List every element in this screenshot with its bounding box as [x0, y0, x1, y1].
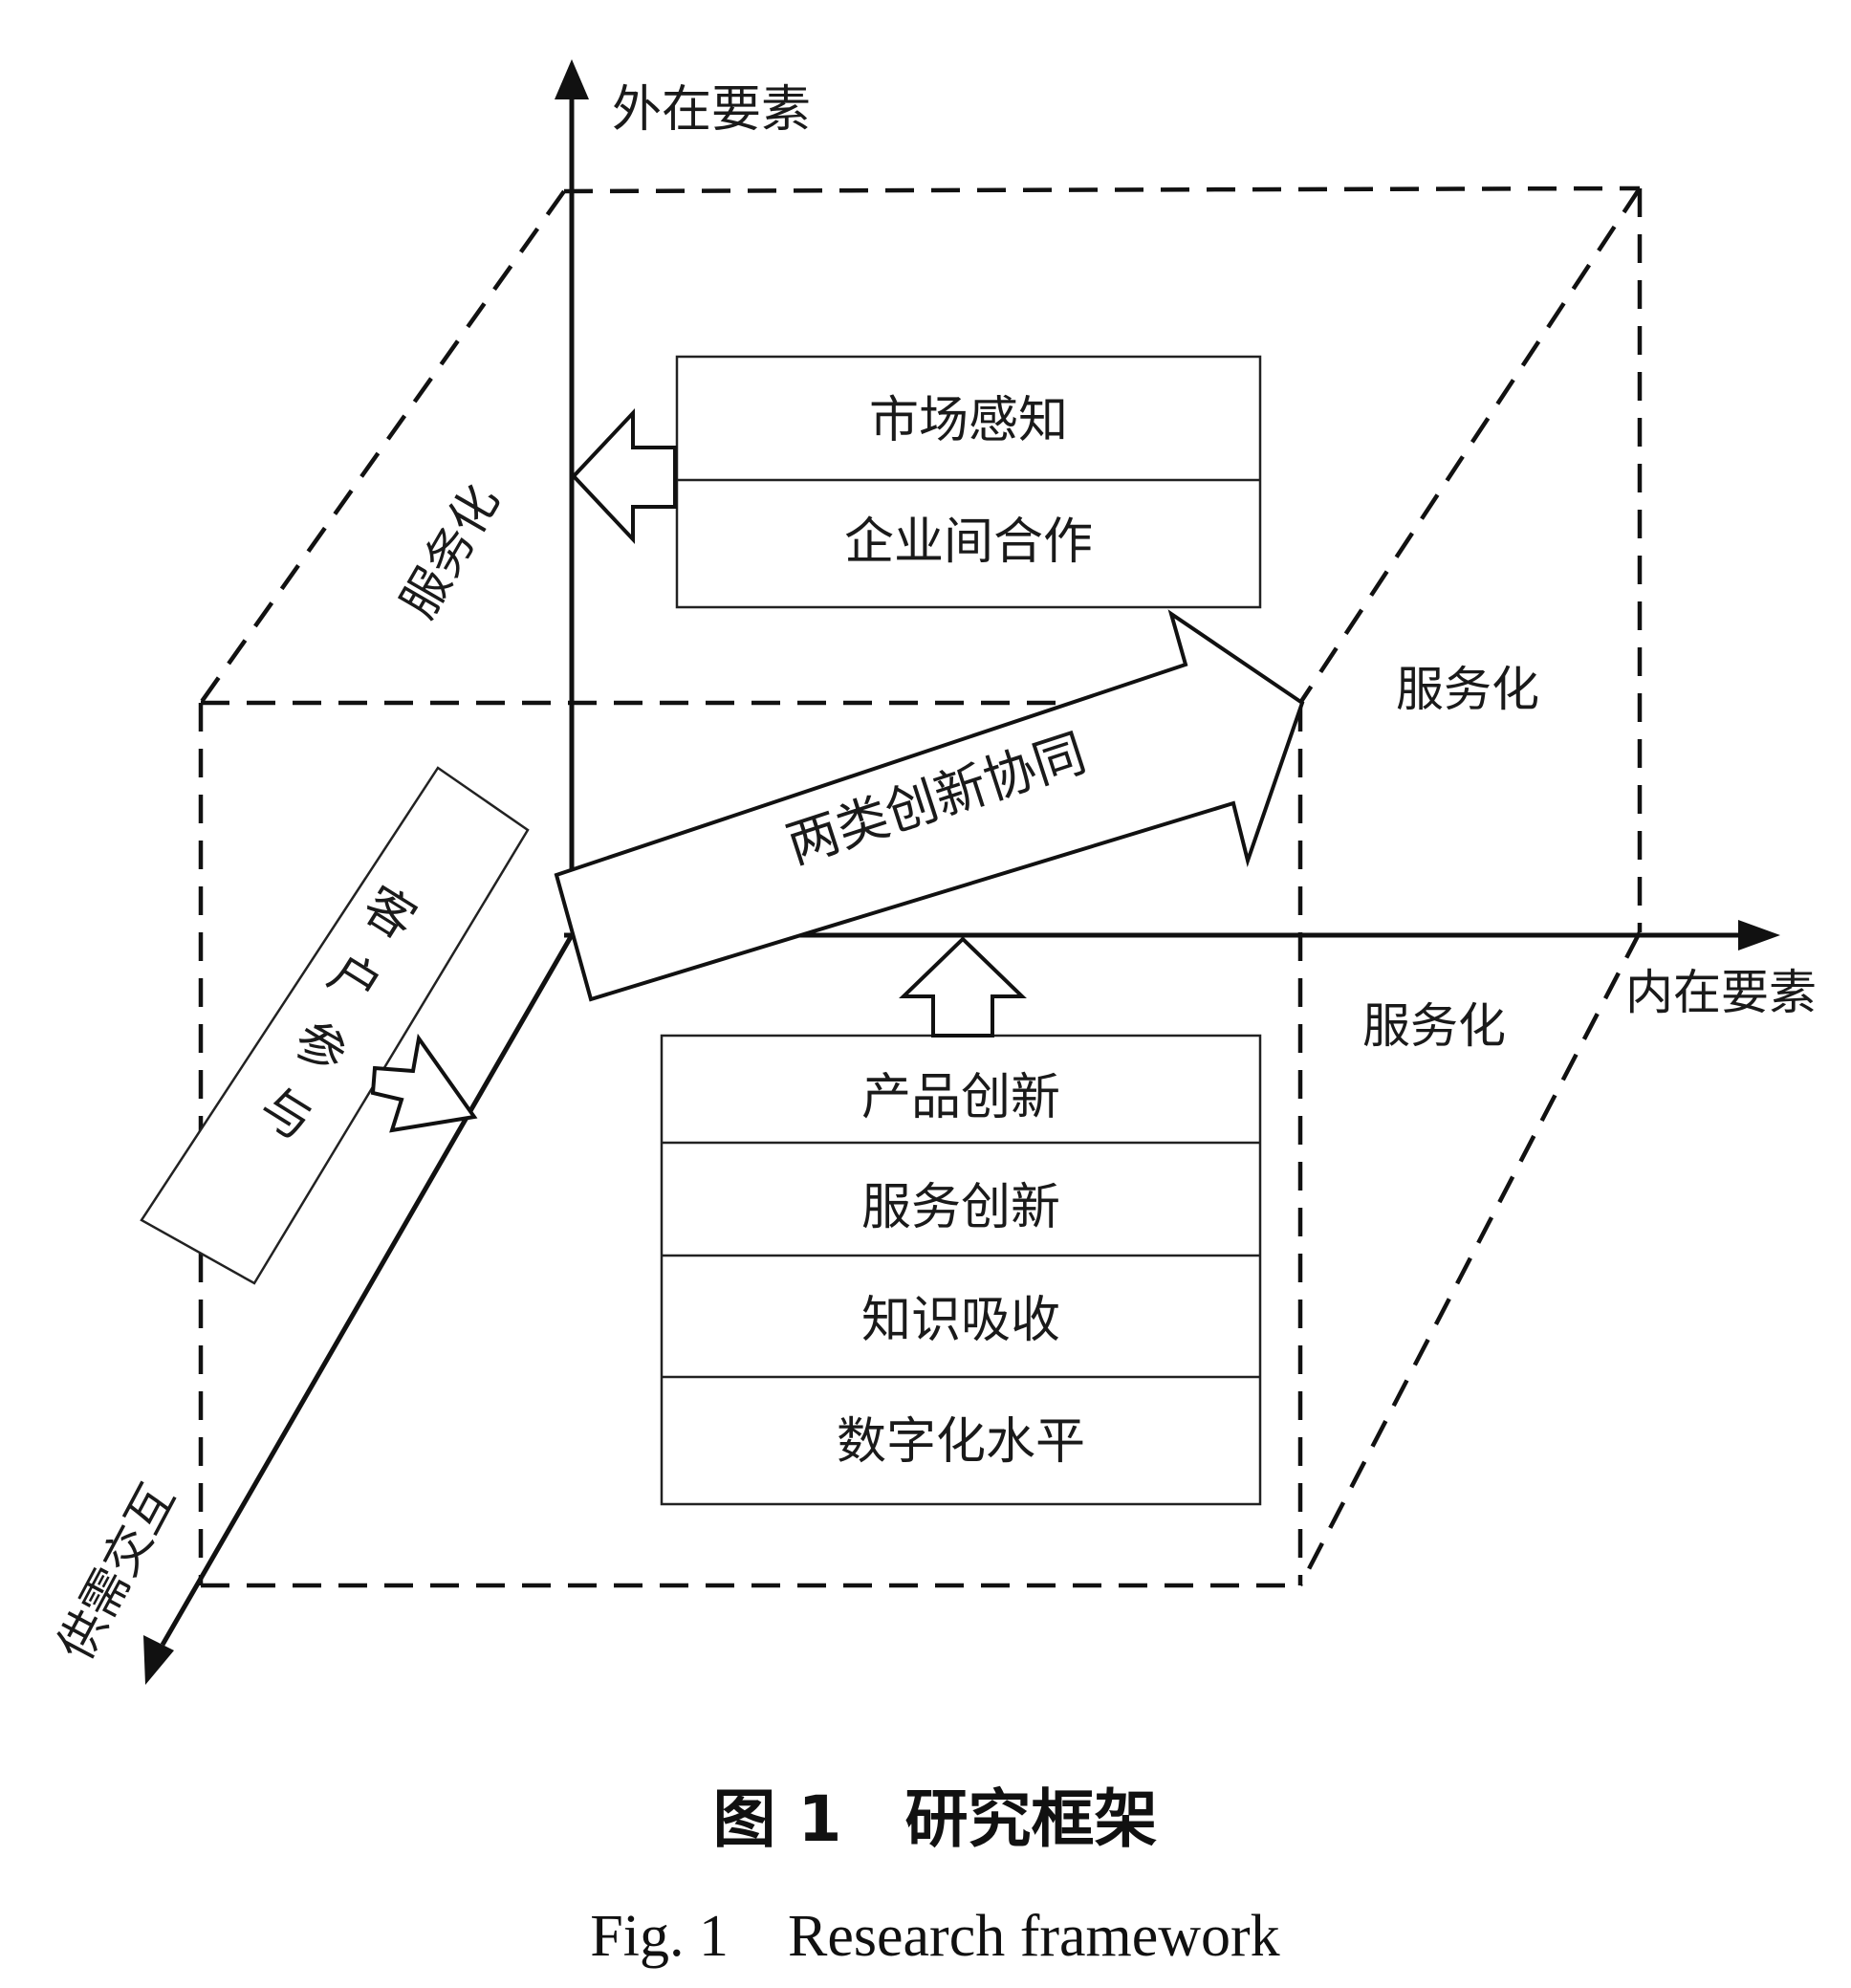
customer-participation-box: 客 户 参 与 — [140, 766, 530, 1285]
cube-top-right-diagonal — [1298, 186, 1642, 705]
external-item-2: 企业间合作 — [844, 513, 1093, 571]
vertical-axis-label: 外在要素 — [612, 81, 811, 139]
internal-factors-box: 产品创新 服务创新 知识吸收 数字化水平 — [660, 1034, 1262, 1506]
external-item-1: 市场感知 — [869, 392, 1068, 449]
figure-title: 图 1 研究框架 — [713, 1782, 1158, 1856]
servitization-label-right-lower: 服务化 — [1362, 998, 1506, 1054]
cube-back-top-edge — [563, 186, 1641, 194]
internal-box-frame — [660, 1034, 1262, 1506]
customer-to-axis-arrow — [370, 1033, 478, 1133]
internal-item-2: 服务创新 — [861, 1179, 1060, 1236]
horizontal-axis-label: 内在要素 — [1625, 965, 1817, 1020]
internal-item-1: 产品创新 — [861, 1069, 1060, 1126]
cube-top-left-diagonal — [199, 189, 566, 705]
diagonal-axis — [160, 933, 575, 1647]
external-to-axis-arrow — [571, 407, 677, 545]
internal-item-3: 知识吸收 — [861, 1292, 1060, 1349]
internal-to-axis-arrow — [899, 936, 1027, 1038]
synergy-arrow — [554, 609, 1305, 1002]
cube-outline — [198, 186, 1643, 1588]
external-factors-box: 市场感知 企业间合作 — [675, 355, 1262, 609]
diagonal-axis-arrowhead — [143, 1635, 174, 1685]
horizontal-axis-arrowhead — [1738, 920, 1780, 950]
cube-bottom-right-diagonal — [1298, 930, 1642, 1587]
internal-item-4: 数字化水平 — [837, 1413, 1085, 1471]
customer-box-frame — [140, 766, 530, 1285]
servitization-label-left: 服务化 — [390, 475, 510, 627]
servitization-label-right-upper: 服务化 — [1396, 662, 1539, 717]
axes — [143, 59, 1780, 1685]
vertical-axis-arrowhead — [555, 59, 589, 99]
figure-subtitle: Fig. 1 Research framework — [590, 1904, 1279, 1969]
